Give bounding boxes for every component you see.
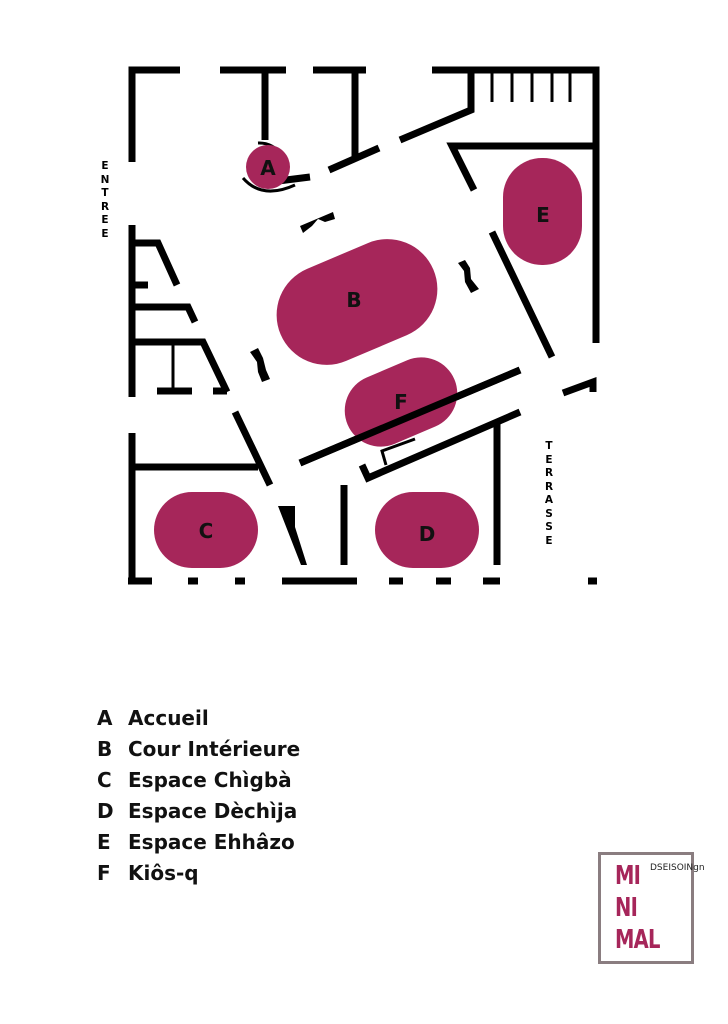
legend-label: Espace Ehhâzo (128, 829, 295, 854)
legend-label: Espace Dèchìja (128, 798, 298, 823)
logo-subtext: DSEISOINgn (650, 863, 705, 873)
zone-e: E (503, 158, 582, 265)
zone-label: B (346, 288, 361, 312)
legend-label: Espace Chìgbà (128, 767, 292, 792)
zone-label: D (419, 522, 436, 546)
kiosk-wall (298, 366, 522, 467)
legend-item: C Espace Chìgbà (97, 764, 300, 795)
legend-key: C (97, 767, 112, 792)
zone-label: F (394, 390, 408, 414)
zones: A B C D E F (154, 145, 582, 568)
legend-key: A (97, 705, 113, 730)
zone-label: A (260, 156, 276, 180)
legend-label: Cour Intérieure (128, 736, 301, 761)
logo-text: MI (615, 861, 641, 891)
legend-item: A Accueil (97, 702, 300, 733)
legend-label: Accueil (128, 705, 209, 730)
legend-item: D Espace Dèchìja (97, 795, 300, 826)
logo-text: MAL (615, 925, 660, 955)
legend-key: B (97, 736, 113, 761)
legend-item: F Kiôs-q (97, 857, 300, 888)
logo-text: NI (615, 893, 638, 923)
zone-b: B (276, 239, 438, 365)
legend-key: E (97, 829, 111, 854)
zone-label: C (199, 519, 214, 543)
legend-label: Kiôs-q (128, 860, 199, 885)
legend: A Accueil B Cour Intérieure C Espace Chìgbà… (97, 702, 300, 888)
minimal-design-logo: MI NI MAL DSEISOINgn (598, 852, 705, 964)
zone-f: F (344, 357, 458, 447)
zone-d: D (375, 492, 479, 568)
terrace-label: TERRASSE (544, 440, 554, 547)
zone-c: C (154, 492, 258, 568)
zone-a: A (246, 145, 290, 189)
zone-label: E (536, 203, 550, 227)
legend-key: D (97, 798, 114, 823)
entrance-label: ENTREE (100, 160, 110, 240)
legend-item: B Cour Intérieure (97, 733, 300, 764)
legend-item: E Espace Ehhâzo (97, 826, 300, 857)
legend-key: F (97, 860, 111, 885)
